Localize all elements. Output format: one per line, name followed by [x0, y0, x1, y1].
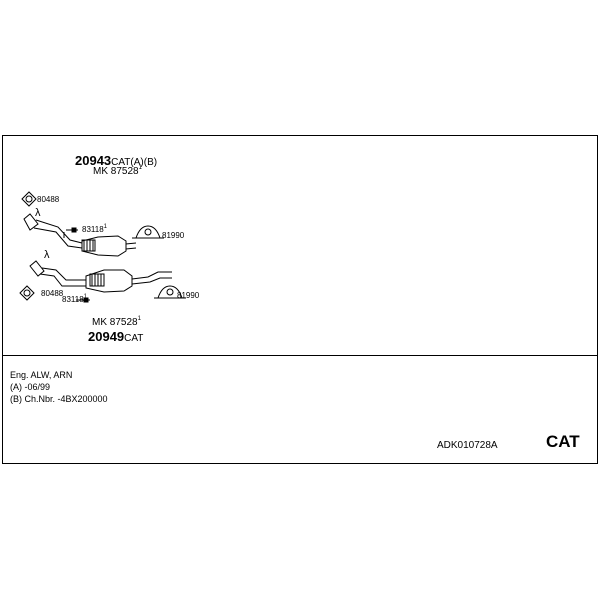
upper-right-gasket-icon: [132, 225, 164, 239]
upper-catalyst-label: 20943CAT(A)(B): [75, 153, 158, 168]
engine-note: Eng. ALW, ARN: [10, 370, 73, 380]
lower-gasket-icon: [19, 285, 35, 301]
upper-lambda-sensor-label: λ: [35, 207, 41, 219]
lower-clamp-label: 831181: [62, 294, 87, 304]
upper-clamp-label: 831181: [82, 224, 107, 234]
diagram-frame: [2, 135, 598, 464]
lower-lambda-sensor-label: λ: [44, 249, 50, 261]
upper-right-gasket-label: 81990: [162, 231, 185, 240]
upper-gasket-label: 80488: [37, 195, 60, 204]
lower-gasket-label: 80488: [41, 289, 64, 298]
lower-catalyst-label: 20949CAT: [88, 329, 144, 344]
article-code: ADK010728A: [437, 440, 498, 451]
upper-gasket-icon: [21, 191, 37, 207]
frame-divider: [2, 355, 598, 356]
upper-clamp-icon: [66, 227, 78, 233]
lower-right-gasket-label: 81990: [177, 291, 200, 300]
lower-clamp-icon: [76, 297, 90, 303]
lower-front-pipe: [29, 260, 86, 287]
note-b: (B) Ch.Nbr. -4BX200000: [10, 394, 108, 404]
upper-front-pipe: [23, 213, 83, 249]
upper-mounting-kit-label: MK 875281: [93, 165, 142, 177]
lower-right-gasket-icon: [154, 285, 186, 299]
category-label: CAT: [546, 432, 580, 451]
lower-mounting-kit-label: MK 875281: [92, 316, 141, 328]
note-a: (A) -06/99: [10, 382, 51, 392]
upper-catalyst-icon: [81, 235, 137, 257]
lower-catalyst-icon: [85, 269, 172, 293]
